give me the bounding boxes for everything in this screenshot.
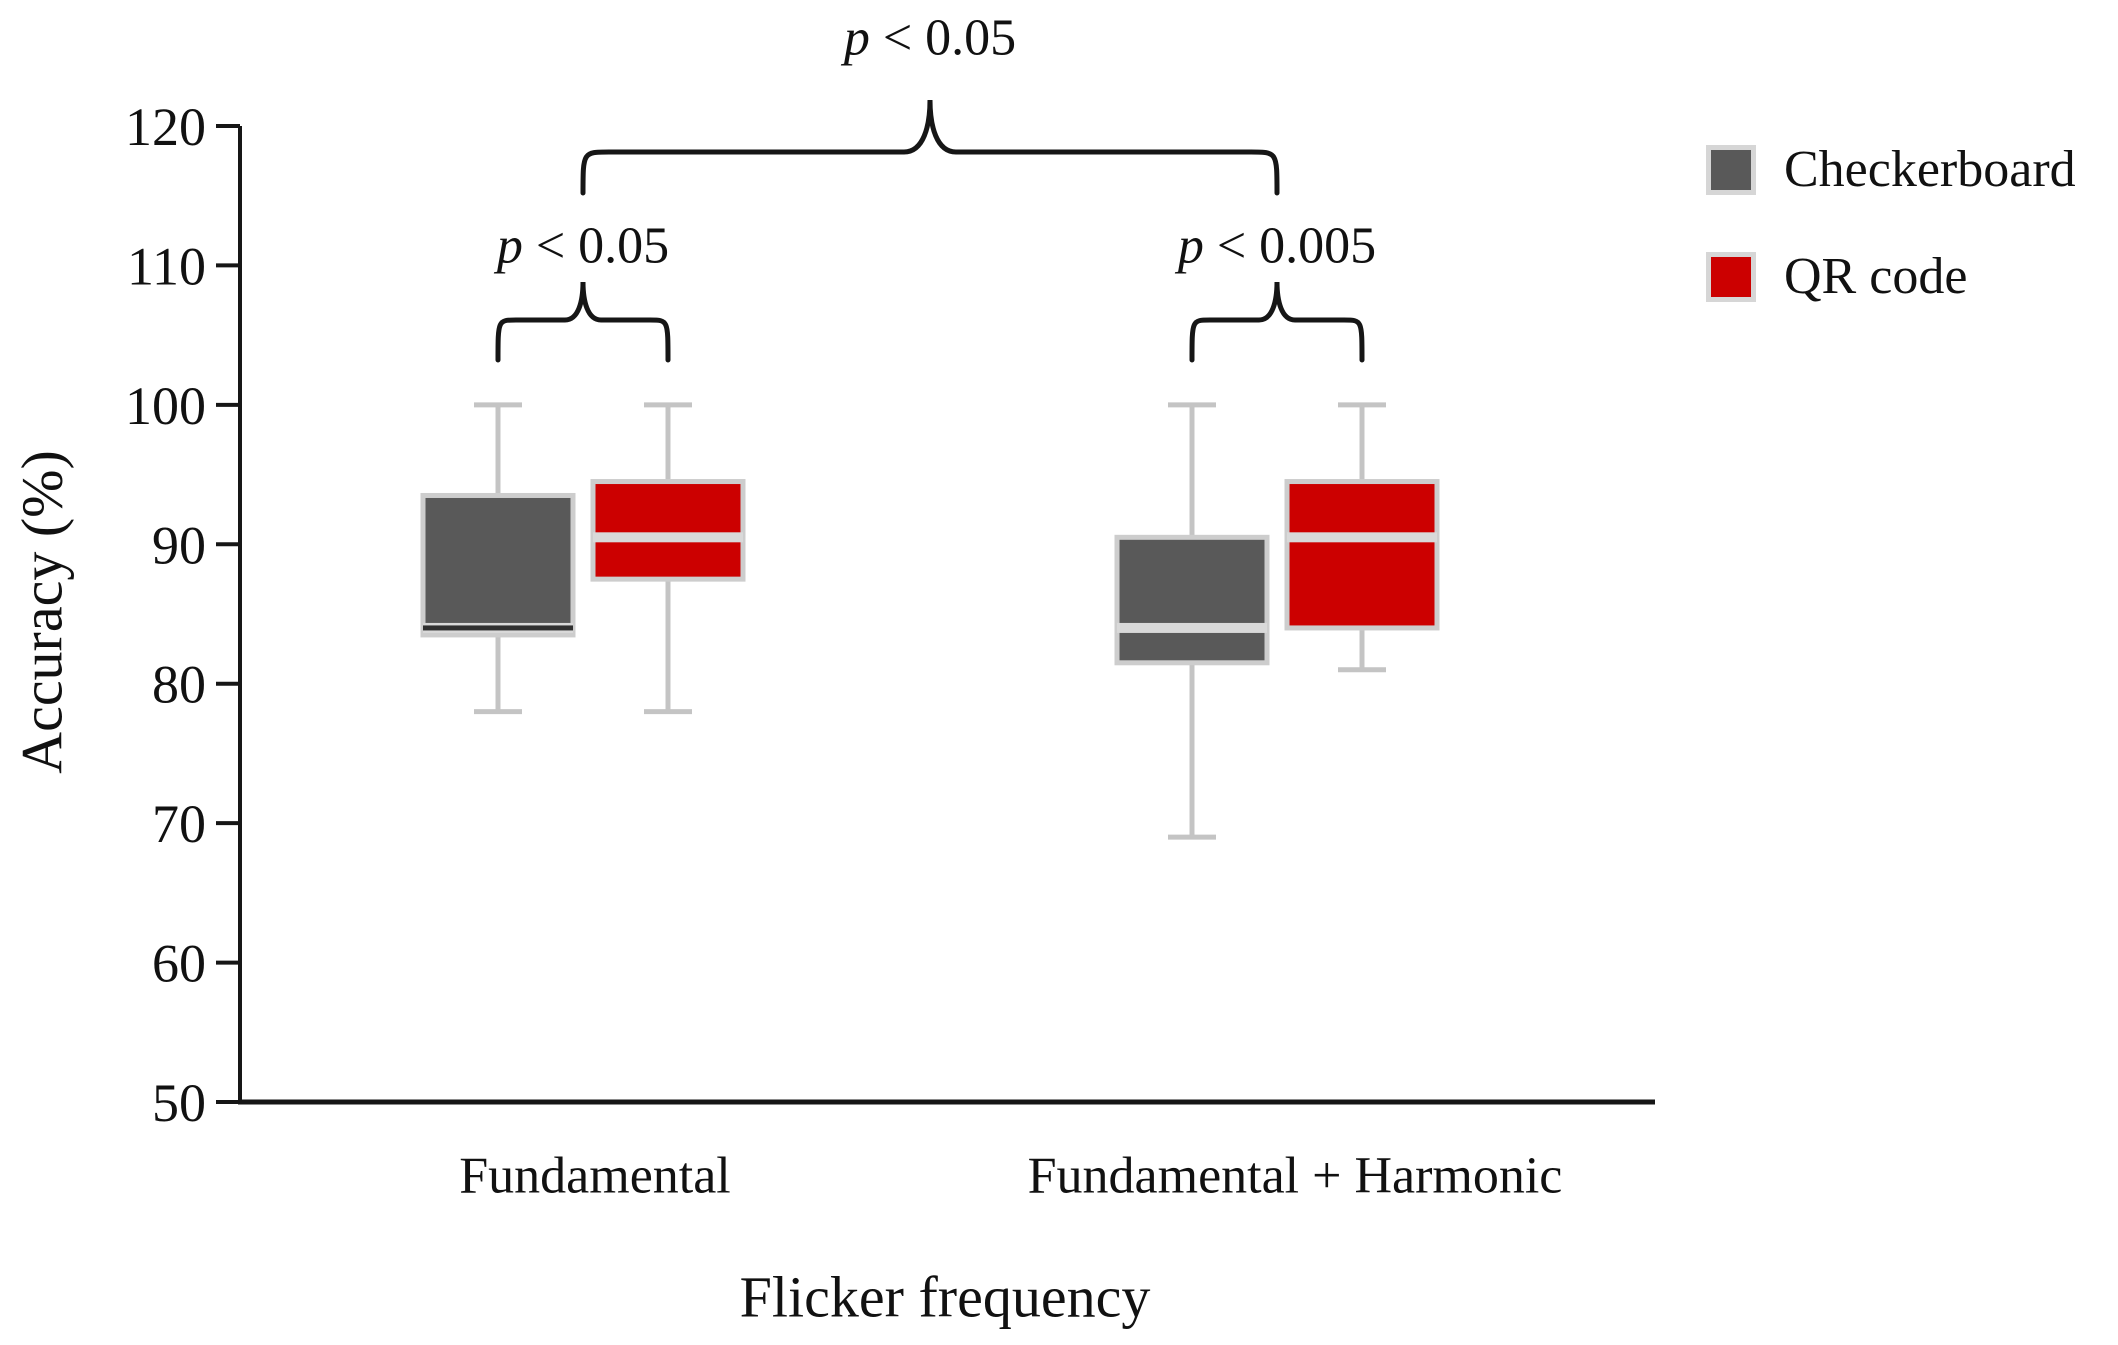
legend-label-checkerboard: Checkerboard [1784, 141, 2076, 198]
legend-entry-qr-code: QR code [1706, 251, 2076, 303]
y-tick-label-100: 100 [125, 376, 206, 436]
p-value-label-between-categories: p < 0.05 [843, 9, 1017, 67]
median-checkerboard-fundamental-harmonic [1117, 622, 1267, 633]
box-checkerboard-fundamental [420, 492, 576, 638]
category-label-fundamental-harmonic: Fundamental + Harmonic [1027, 1147, 1563, 1205]
p-value-label-fundamental: p < 0.05 [496, 217, 670, 275]
y-tick-label-90: 90 [152, 515, 206, 575]
checkerboard-swatch-icon [1706, 145, 1756, 195]
median-qr-code-fundamental-harmonic [1287, 532, 1437, 543]
x-axis-title: Flicker frequency [739, 1264, 1151, 1330]
median-qr-code-fundamental [593, 532, 743, 543]
y-tick-label-110: 110 [127, 236, 206, 296]
qr-code-swatch-icon [1706, 252, 1756, 302]
y-tick-label-70: 70 [152, 794, 206, 854]
median-line-checkerboard-fundamental [423, 625, 573, 631]
legend-label-qr-code: QR code [1784, 248, 1968, 305]
significance-brace-within-harmonic [1189, 281, 1365, 363]
legend: Checkerboard QR code [1706, 144, 2076, 303]
box-checkerboard-fundamental-harmonic [1114, 534, 1270, 666]
significance-brace-within-fundamental [495, 281, 671, 363]
y-tick-label-60: 60 [152, 934, 206, 994]
y-tick-label-80: 80 [152, 655, 206, 715]
significance-brace-between-categories [580, 99, 1280, 196]
y-tick-label-120: 120 [125, 97, 206, 157]
box-qr-code-fundamental-harmonic [1284, 479, 1440, 631]
category-label-fundamental: Fundamental [459, 1147, 731, 1205]
box-qr-code-fundamental [590, 479, 746, 582]
y-axis-title: Accuracy (%) [9, 450, 75, 774]
p-value-label-harmonic: p < 0.005 [1177, 217, 1377, 275]
y-tick-label-50: 50 [152, 1073, 206, 1133]
legend-entry-checkerboard: Checkerboard [1706, 144, 2076, 196]
